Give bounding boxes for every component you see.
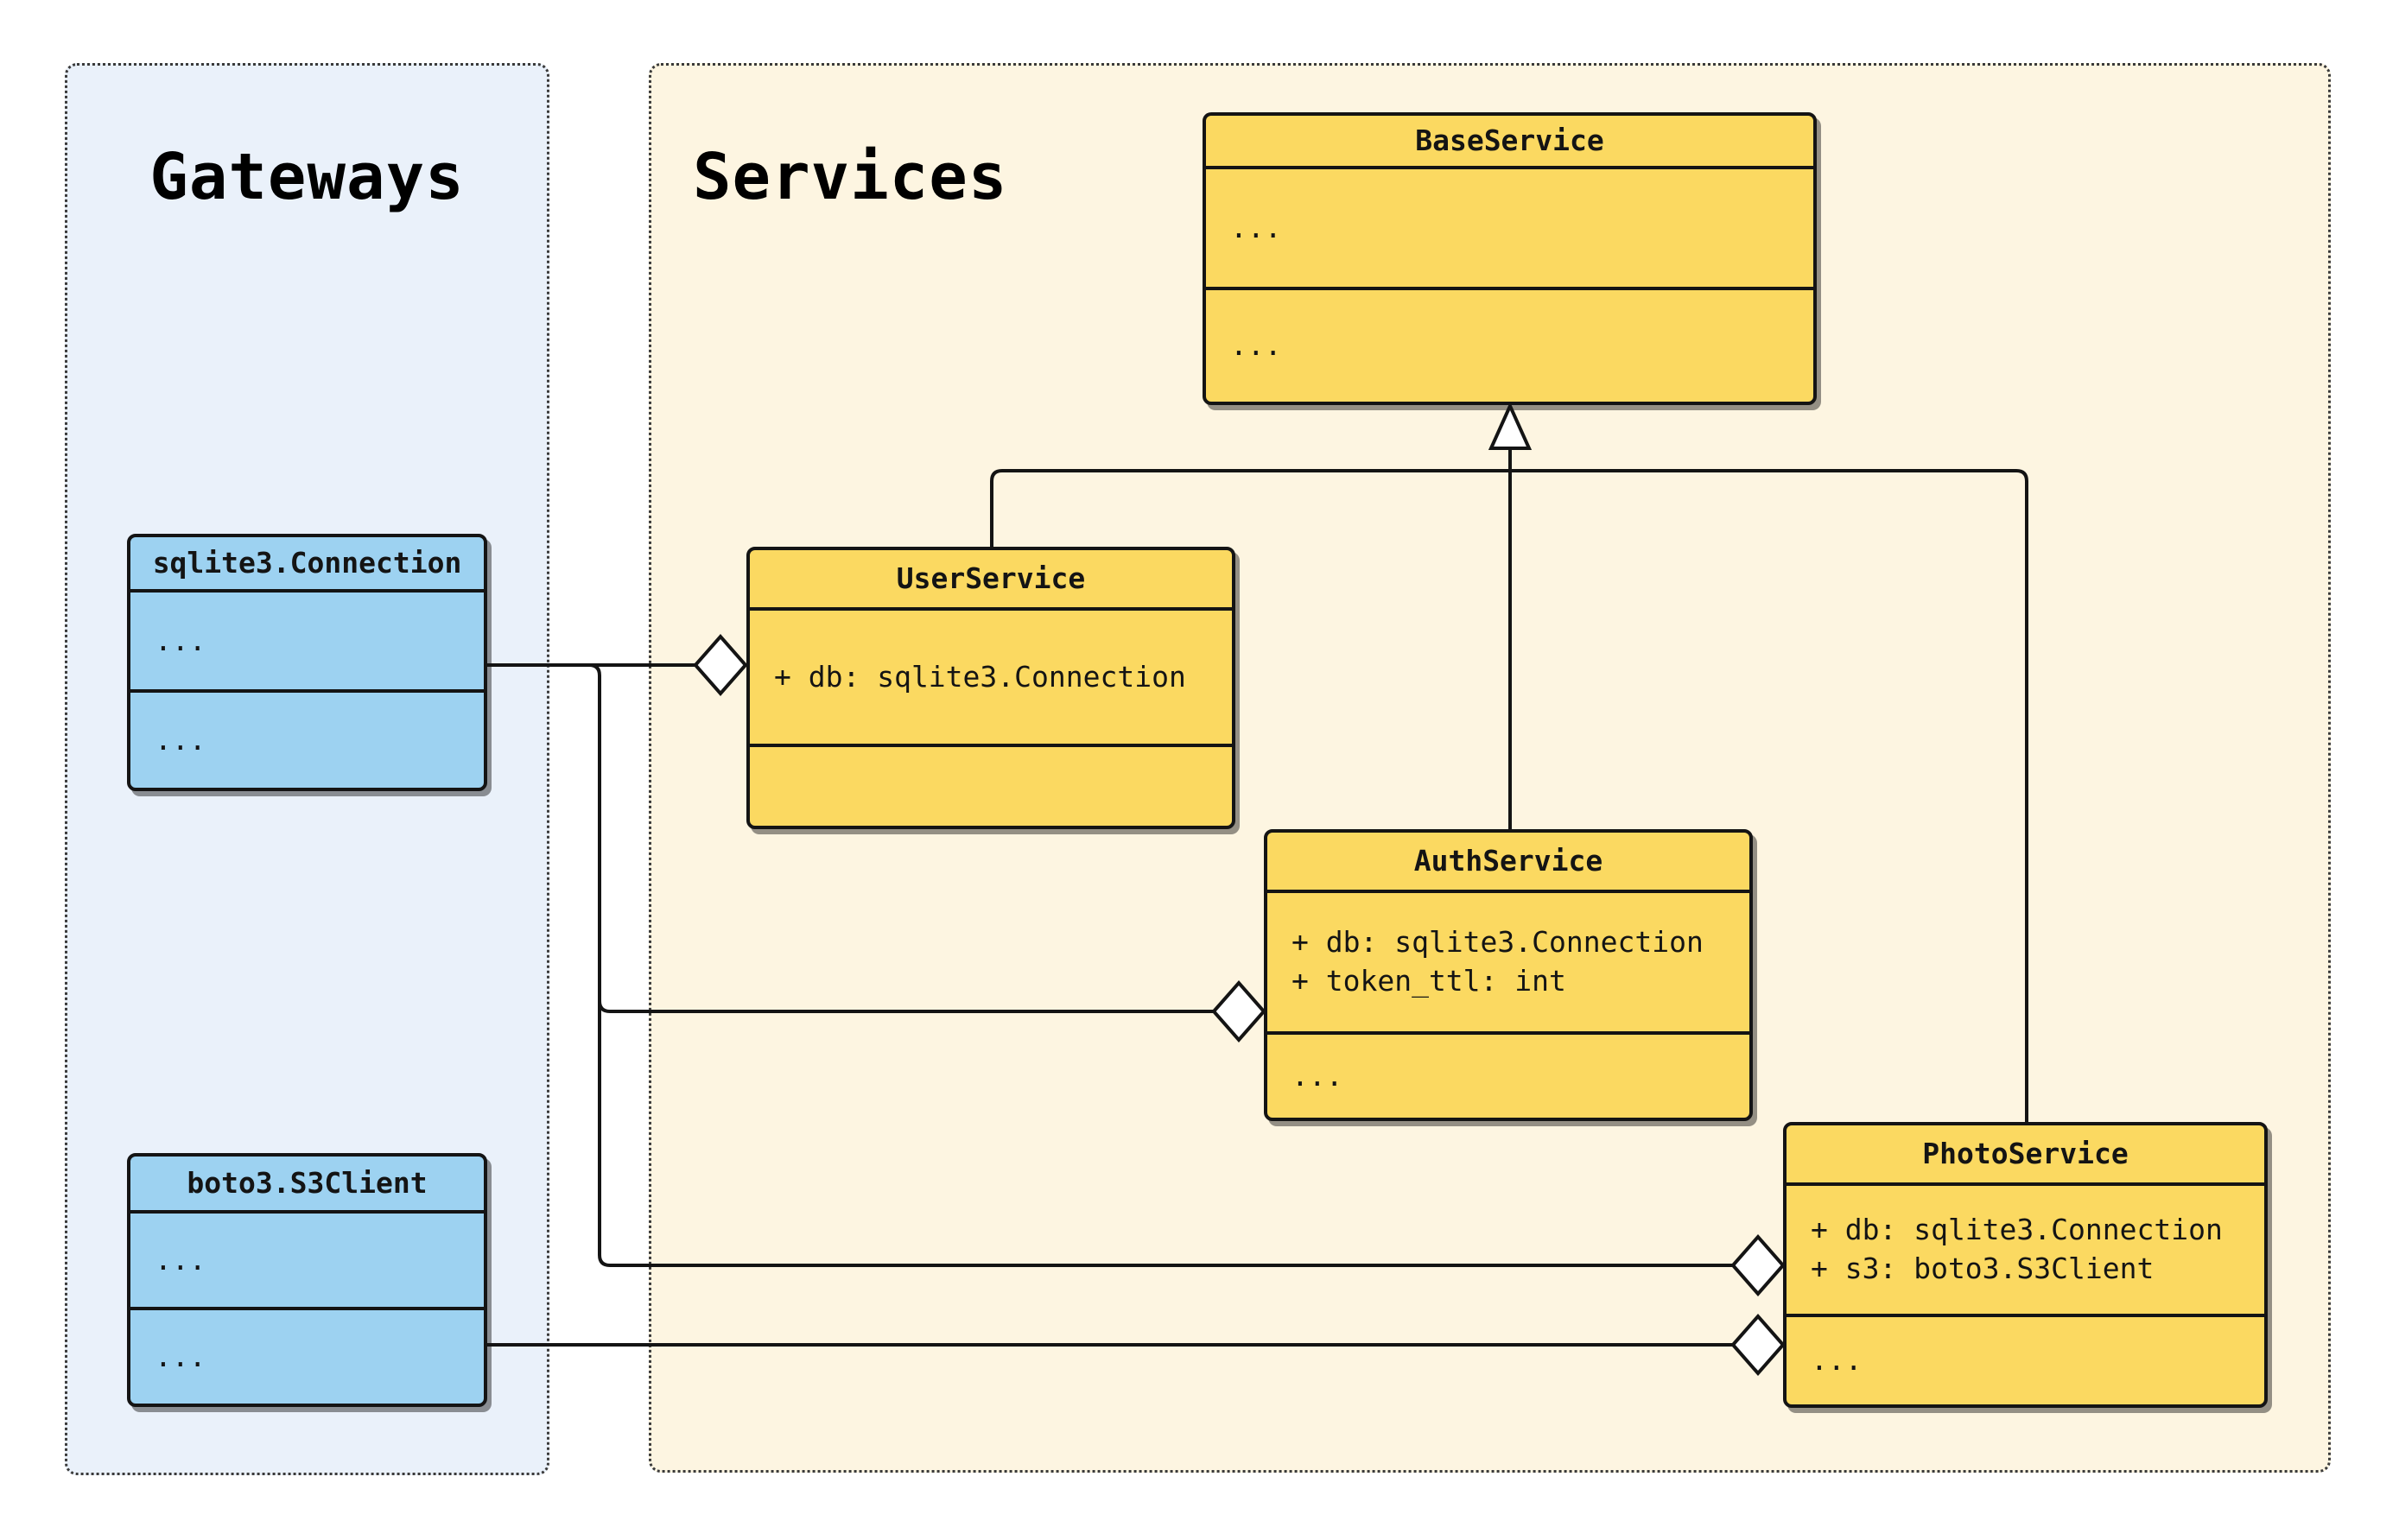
class-attributes-authservice: + db: sqlite3.Connection + token_ttl: in… xyxy=(1267,893,1749,1035)
class-attributes-photoservice: + db: sqlite3.Connection + s3: boto3.S3C… xyxy=(1787,1186,2264,1317)
class-box-baseservice: BaseService ... ... xyxy=(1203,112,1817,405)
class-title-userservice: UserService xyxy=(750,550,1232,611)
class-methods-sqlite3-connection: ... xyxy=(155,722,206,757)
aggregation-diamond-authservice xyxy=(1211,979,1266,1043)
class-attributes-boto3-s3client: ... xyxy=(130,1214,484,1310)
class-box-photoservice: PhotoService + db: sqlite3.Connection + … xyxy=(1783,1122,2268,1408)
class-title-photoservice: PhotoService xyxy=(1787,1125,2264,1186)
aggregation-diamond-userservice xyxy=(693,633,748,697)
class-box-userservice: UserService + db: sqlite3.Connection xyxy=(746,547,1235,829)
class-methods-userservice xyxy=(750,747,1232,826)
class-box-authservice: AuthService + db: sqlite3.Connection + t… xyxy=(1264,829,1753,1121)
class-title-sqlite3-connection: sqlite3.Connection xyxy=(130,537,484,593)
aggregation-diamond-photoservice-db xyxy=(1730,1233,1786,1297)
aggregation-diamond-photoservice-s3 xyxy=(1730,1313,1786,1377)
aggregation-edge-sqlite-photoservice xyxy=(487,663,1733,1267)
inheritance-triangle-icon xyxy=(1488,402,1533,450)
class-attributes-baseservice: ... xyxy=(1206,169,1813,290)
class-box-boto3-s3client: boto3.S3Client ... ... xyxy=(127,1153,487,1407)
aggregation-edge-sqlite-authservice xyxy=(598,1000,1214,1013)
class-title-baseservice: BaseService xyxy=(1206,116,1813,169)
class-title-boto3-s3client: boto3.S3Client xyxy=(130,1157,484,1214)
group-services-title: Services xyxy=(693,140,1008,214)
class-methods-photoservice: ... xyxy=(1811,1343,1863,1378)
class-methods-authservice: ... xyxy=(1292,1058,1343,1093)
group-gateways-title: Gateways xyxy=(149,140,465,214)
class-attributes-userservice: + db: sqlite3.Connection xyxy=(750,611,1232,747)
class-title-authservice: AuthService xyxy=(1267,833,1749,893)
class-attributes-sqlite3-connection: ... xyxy=(130,593,484,693)
class-methods-boto3-s3client: ... xyxy=(155,1339,206,1373)
class-methods-baseservice: ... xyxy=(1230,328,1282,363)
class-box-sqlite3-connection: sqlite3.Connection ... ... xyxy=(127,534,487,791)
